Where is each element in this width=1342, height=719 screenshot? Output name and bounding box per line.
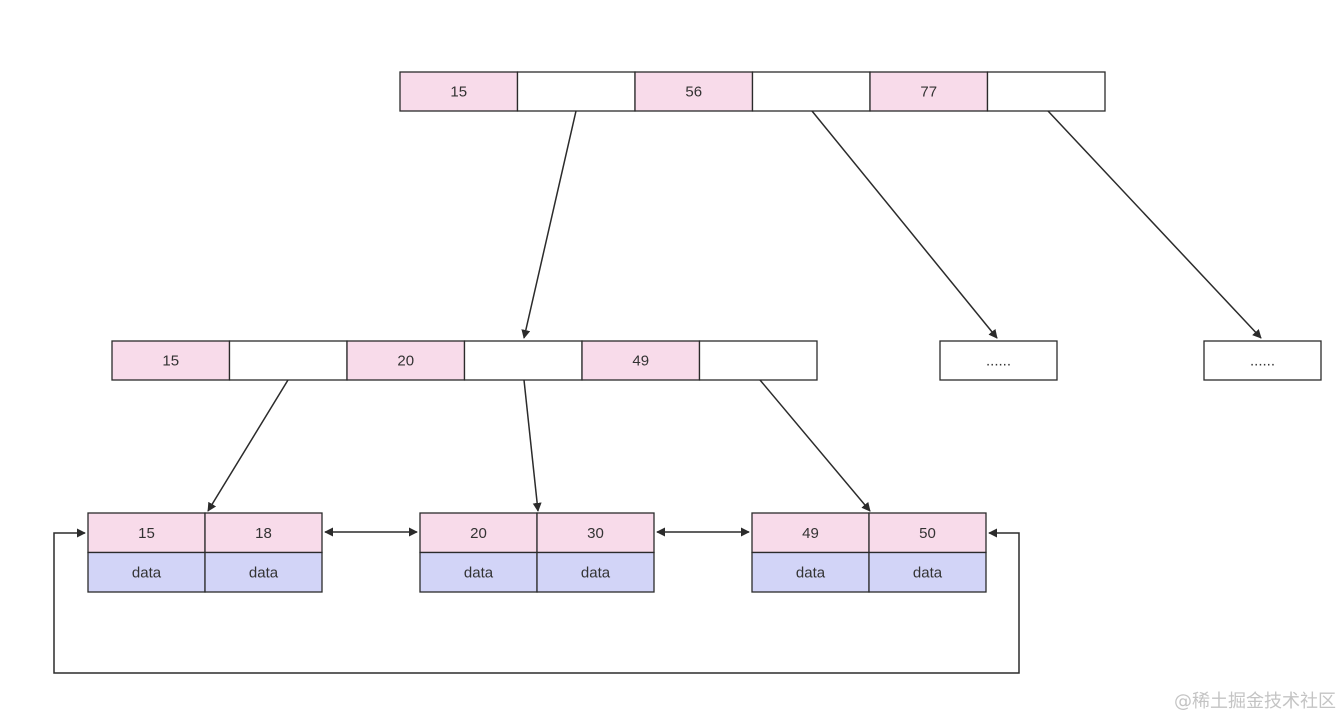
root-to-internal-arrow: [521, 110, 577, 339]
leaf-key-cell-label: 15: [138, 525, 155, 542]
leaf-key-cell-box: [868, 512, 987, 554]
leaf-data-cell-box: [536, 551, 655, 593]
leaf-node: 49 50 data data: [751, 512, 987, 593]
leaf-data-cell-box: [751, 551, 870, 593]
leaf-data-cell-box: [868, 551, 987, 593]
internal-to-leaf-arrow: [759, 379, 871, 512]
edges: [53, 110, 1262, 674]
internal-pointer-cell-box: [228, 340, 348, 381]
root-pointer-cell-box: [986, 71, 1106, 112]
root-to-placeholder-arrow: [811, 110, 998, 339]
internal-key-cell: 49: [581, 340, 701, 381]
leaf-key-cell-label: 50: [919, 525, 936, 542]
leaf-circular-link-arrow: [53, 528, 1020, 674]
internal-key-cell: 15: [111, 340, 231, 381]
internal-to-leaf-arrow: [207, 379, 289, 512]
leaf-key-cell-box: [87, 512, 206, 554]
root-key-cell: 56: [634, 71, 754, 112]
placeholder-node: ......: [939, 340, 1058, 381]
leaf-data-cell: data: [87, 551, 206, 593]
leaf-data-cell-label: data: [132, 564, 162, 581]
leaf-data-cell: data: [751, 551, 870, 593]
leaf-key-cell: 18: [204, 512, 323, 554]
leaf-data-cell: data: [536, 551, 655, 593]
internal-key-cell-box: [581, 340, 701, 381]
root-key-cell: 77: [869, 71, 989, 112]
leaf-key-cell: 20: [419, 512, 538, 554]
leaf-key-cell-label: 20: [470, 525, 487, 542]
internal-key-cell-box: [111, 340, 231, 381]
leaf-data-cell-label: data: [464, 564, 494, 581]
nodes: 15 56 77 15 20 49............ 15 18 data data 20 30…: [87, 71, 1322, 593]
internal-pointer-cell: [463, 340, 583, 381]
leaf-data-cell-box: [204, 551, 323, 593]
leaf-node: 15 18 data data: [87, 512, 323, 593]
internal-key-cell: 20: [346, 340, 466, 381]
leaf-data-cell-label: data: [913, 564, 943, 581]
root-pointer-cell: [751, 71, 871, 112]
root-pointer-cell: [516, 71, 636, 112]
root-node: 15 56 77: [399, 71, 1106, 112]
leaf-data-cell-box: [419, 551, 538, 593]
internal-node: 15 20 49: [111, 340, 818, 381]
internal-key-cell-label: 15: [162, 353, 179, 370]
internal-key-cell-box: [346, 340, 466, 381]
leaf-key-cell: 50: [868, 512, 987, 554]
placeholder-node-box: [939, 340, 1058, 381]
root-pointer-cell-box: [516, 71, 636, 112]
leaf-data-cell-label: data: [796, 564, 826, 581]
internal-pointer-cell-box: [463, 340, 583, 381]
internal-to-leaf-arrow: [523, 379, 542, 512]
leaf-data-cell: data: [204, 551, 323, 593]
internal-pointer-cell: [698, 340, 818, 381]
leaf-key-cell: 49: [751, 512, 870, 554]
leaf-key-cell-label: 18: [255, 525, 272, 542]
placeholder-node: ......: [1203, 340, 1322, 381]
leaf-key-cell: 15: [87, 512, 206, 554]
leaf-node: 20 30 data data: [419, 512, 655, 593]
leaf-key-cell-label: 30: [587, 525, 604, 542]
leaf-data-cell-label: data: [249, 564, 279, 581]
leaf-key-cell-box: [419, 512, 538, 554]
leaf-data-cell-label: data: [581, 564, 611, 581]
leaf-data-cell-box: [87, 551, 206, 593]
leaf-key-cell-box: [536, 512, 655, 554]
root-pointer-cell-box: [751, 71, 871, 112]
placeholder-node-box: [1203, 340, 1322, 381]
root-key-cell-box: [869, 71, 989, 112]
leaf-key-cell: 30: [536, 512, 655, 554]
watermark: @稀土掘金技术社区: [1174, 691, 1336, 712]
root-key-cell-box: [634, 71, 754, 112]
placeholder-node-label: ......: [986, 353, 1011, 370]
leaf-data-cell: data: [868, 551, 987, 593]
placeholder-node-label: ......: [1250, 353, 1275, 370]
internal-pointer-cell: [228, 340, 348, 381]
root-key-cell: 15: [399, 71, 519, 112]
leaf-key-cell-label: 49: [802, 525, 819, 542]
leaf-data-cell: data: [419, 551, 538, 593]
internal-pointer-cell-box: [698, 340, 818, 381]
leaf-key-cell-box: [751, 512, 870, 554]
root-key-cell-label: 15: [450, 84, 467, 101]
root-key-cell-label: 56: [685, 84, 702, 101]
root-key-cell-label: 77: [920, 84, 937, 101]
internal-key-cell-label: 49: [632, 353, 649, 370]
root-to-placeholder-arrow: [1047, 110, 1262, 339]
internal-key-cell-label: 20: [397, 353, 414, 370]
root-pointer-cell: [986, 71, 1106, 112]
